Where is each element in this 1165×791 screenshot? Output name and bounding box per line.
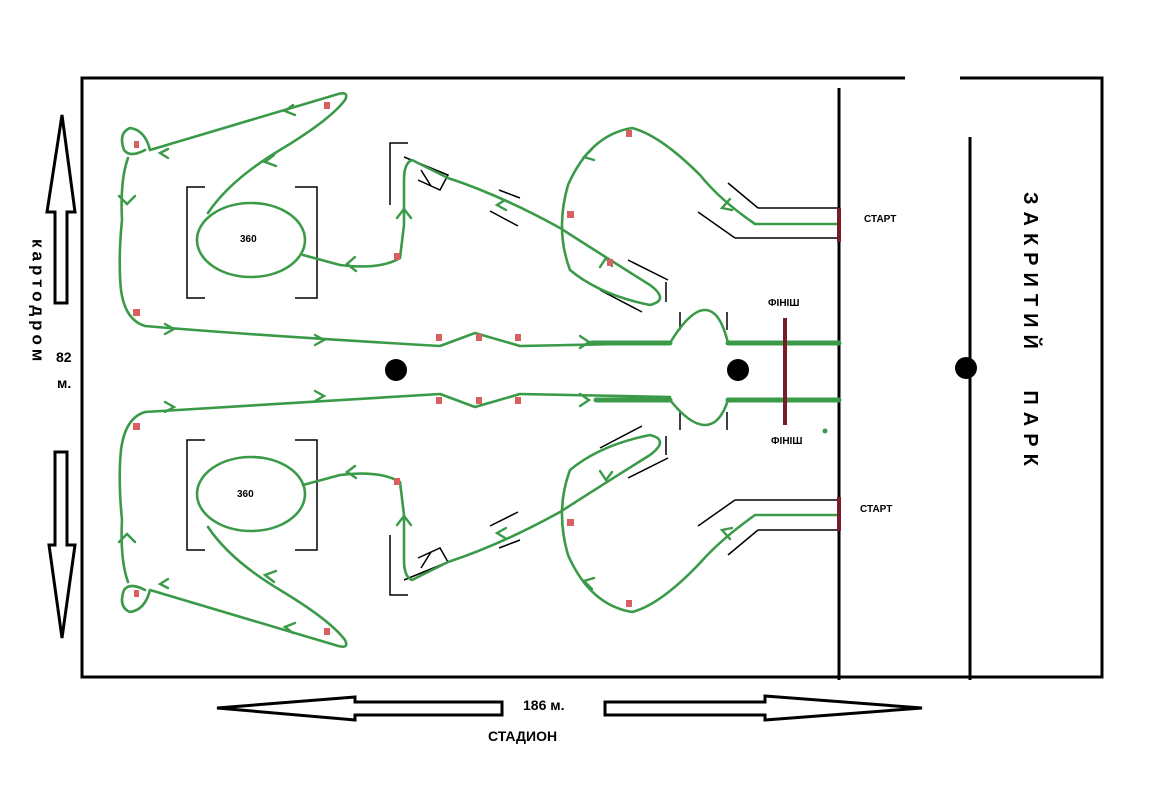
cones xyxy=(133,102,828,635)
label-360-bottom: 360 xyxy=(237,489,254,500)
width-arrow-left xyxy=(216,695,504,722)
label-height: 82 xyxy=(56,349,72,365)
marker-dot-left xyxy=(385,359,407,381)
label-start-top: СТАРТ xyxy=(864,214,896,225)
circle-box-bottom xyxy=(186,439,318,551)
route-bottom xyxy=(118,392,841,648)
height-arrow-down xyxy=(47,450,77,639)
direction-arrows xyxy=(117,103,734,635)
field-boundary xyxy=(80,76,1104,679)
finish-straights xyxy=(589,308,842,427)
label-covered-park: ЗАКРИТИЙ ПАРК xyxy=(1019,192,1043,473)
label-width: 186 м. xyxy=(523,697,565,713)
marker-dot-center xyxy=(727,359,749,381)
label-finish-bottom: ФІНІШ xyxy=(771,436,802,447)
height-arrow-up xyxy=(45,114,77,305)
route-top xyxy=(118,92,841,348)
label-height-unit: м. xyxy=(57,375,71,391)
circle-box-top xyxy=(186,186,318,299)
width-arrow-right xyxy=(603,694,923,722)
label-start-bottom: СТАРТ xyxy=(860,504,892,515)
label-karting: картодром xyxy=(29,239,48,365)
label-360-top: 360 xyxy=(240,234,257,245)
label-stadium: СТАДИОН xyxy=(488,728,557,744)
barrier-lines xyxy=(389,142,839,596)
label-finish-top: ФІНІШ xyxy=(768,298,799,309)
marker-dot-park xyxy=(955,357,977,379)
